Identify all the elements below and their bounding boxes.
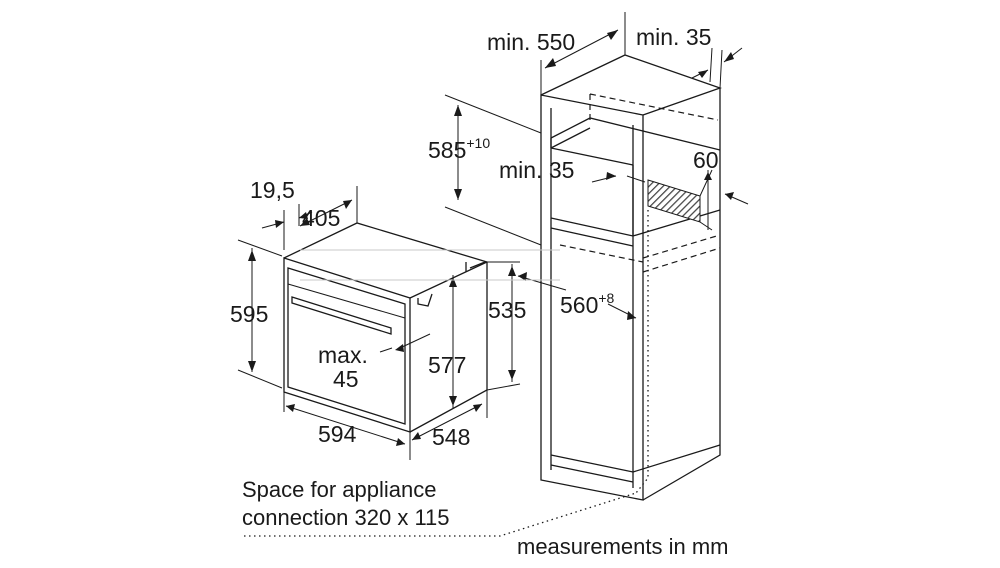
upper-gap-label: min. 35 xyxy=(499,157,574,183)
cabinet-drawing xyxy=(540,54,722,501)
oven-side-bracket xyxy=(417,293,433,307)
cabinet-upper-shelf-front xyxy=(550,147,634,166)
width-label: 594 xyxy=(318,421,357,447)
cabinet-hidden-middle xyxy=(559,234,721,263)
top-depth-label: 405 xyxy=(302,205,340,231)
upper-height-value: 585 xyxy=(428,137,466,163)
niche-height-label: 560+8 xyxy=(560,290,615,318)
oven-control-strip xyxy=(287,283,406,319)
cabinet-hidden-lower xyxy=(642,247,721,273)
niche-height-value: 560 xyxy=(560,292,598,318)
dimension-lines xyxy=(237,12,749,537)
connection-note-line2: connection 320 x 115 xyxy=(242,505,450,530)
oven-body-back xyxy=(465,261,486,272)
oven-front-inner xyxy=(287,267,406,425)
background-guide xyxy=(300,249,560,281)
cabinet-bottom-shelf xyxy=(550,444,721,483)
body-height-label: 535 xyxy=(488,297,526,323)
cabinet-hidden-top xyxy=(589,93,719,121)
oven-handle xyxy=(291,296,392,335)
vent-height-label: 60 xyxy=(693,147,719,173)
units-note: measurements in mm xyxy=(517,534,729,559)
upper-height-label: 585+10 xyxy=(428,135,490,163)
door-gap-label-line2: 45 xyxy=(333,366,359,392)
niche-height-tolerance: +8 xyxy=(598,290,614,306)
depth-label: 548 xyxy=(432,424,470,450)
vent-hatch xyxy=(647,179,701,223)
upper-height-tolerance: +10 xyxy=(466,135,490,151)
niche-depth-label: min. 550 xyxy=(487,29,575,55)
front-offset-label: 19,5 xyxy=(250,177,295,203)
cabinet-top xyxy=(540,54,722,116)
connection-note-line1: Space for appliance xyxy=(242,477,436,502)
oven-drawing xyxy=(283,222,489,433)
connection-leader xyxy=(244,492,637,537)
door-gap-label-line1: max. xyxy=(318,342,368,368)
cabinet-upper-shelf xyxy=(550,117,721,151)
cable-route xyxy=(635,210,649,494)
total-height-label: 595 xyxy=(230,301,268,327)
inner-height-label: 577 xyxy=(428,352,466,378)
rear-gap-label: min. 35 xyxy=(636,24,711,50)
